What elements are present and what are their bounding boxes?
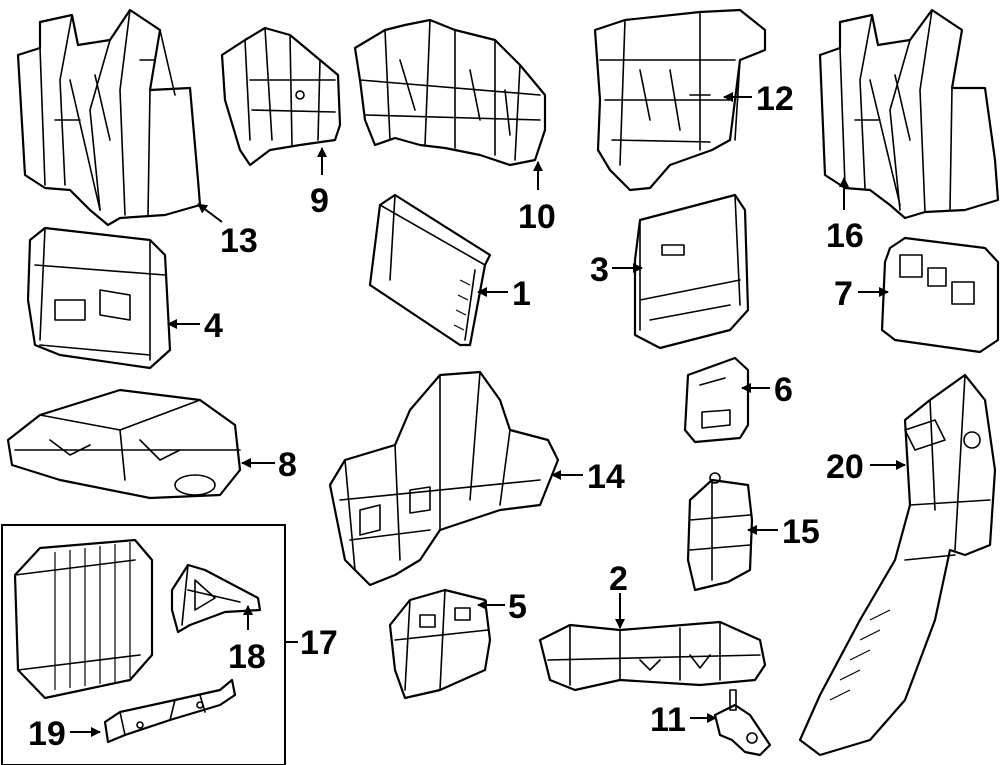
part-1-module[interactable] — [368, 193, 492, 347]
part-7-module[interactable] — [880, 236, 1000, 354]
part-19-bracket[interactable] — [103, 678, 237, 744]
callout-3: 3 — [590, 251, 609, 289]
callout-5: 5 — [508, 588, 527, 626]
part-4-control-module[interactable] — [26, 226, 172, 370]
part-18-bracket[interactable] — [170, 563, 262, 634]
part-12-tray[interactable] — [593, 8, 767, 192]
part-11-fastener[interactable] — [713, 689, 772, 757]
callout-20: 20 — [826, 448, 864, 486]
part-3-ecu[interactable] — [633, 193, 750, 350]
callout-2: 2 — [609, 560, 628, 598]
part-14-fuse-block[interactable] — [328, 370, 560, 587]
part-9-module[interactable] — [220, 26, 342, 167]
callout-10: 10 — [518, 198, 556, 236]
part-17-group-box — [1, 524, 286, 765]
part-6-sensor[interactable] — [683, 356, 750, 444]
callout-19: 19 — [28, 715, 66, 753]
part-15-relay-box[interactable] — [686, 472, 754, 592]
callout-13: 13 — [220, 222, 258, 260]
part-20-accelerator-pedal[interactable] — [798, 373, 997, 757]
callout-4: 4 — [204, 307, 223, 345]
callout-18: 18 — [228, 638, 266, 676]
callout-11: 11 — [650, 701, 686, 739]
callout-16: 16 — [826, 217, 864, 255]
part-17-module[interactable] — [13, 538, 154, 700]
part-13-bracket[interactable] — [16, 8, 202, 227]
part-5-module[interactable] — [388, 588, 492, 700]
callout-6: 6 — [774, 371, 793, 409]
leader-lines — [70, 92, 906, 737]
callout-1: 1 — [512, 275, 531, 313]
callout-labels: 13 9 10 12 16 4 1 3 7 6 8 14 20 15 5 2 1… — [28, 80, 864, 753]
callout-9: 9 — [310, 182, 329, 220]
callout-15: 15 — [782, 513, 820, 551]
part-2-relay-strip[interactable] — [538, 620, 767, 692]
callout-14: 14 — [587, 458, 625, 496]
part-10-bracket[interactable] — [353, 18, 547, 167]
leader-13 — [197, 203, 223, 223]
callout-12: 12 — [756, 80, 794, 118]
callout-17: 17 — [300, 624, 338, 662]
part-8-airbag-module[interactable] — [6, 388, 242, 500]
part-16-bracket[interactable] — [818, 8, 1000, 220]
callout-7: 7 — [834, 275, 853, 313]
callout-8: 8 — [278, 446, 297, 484]
